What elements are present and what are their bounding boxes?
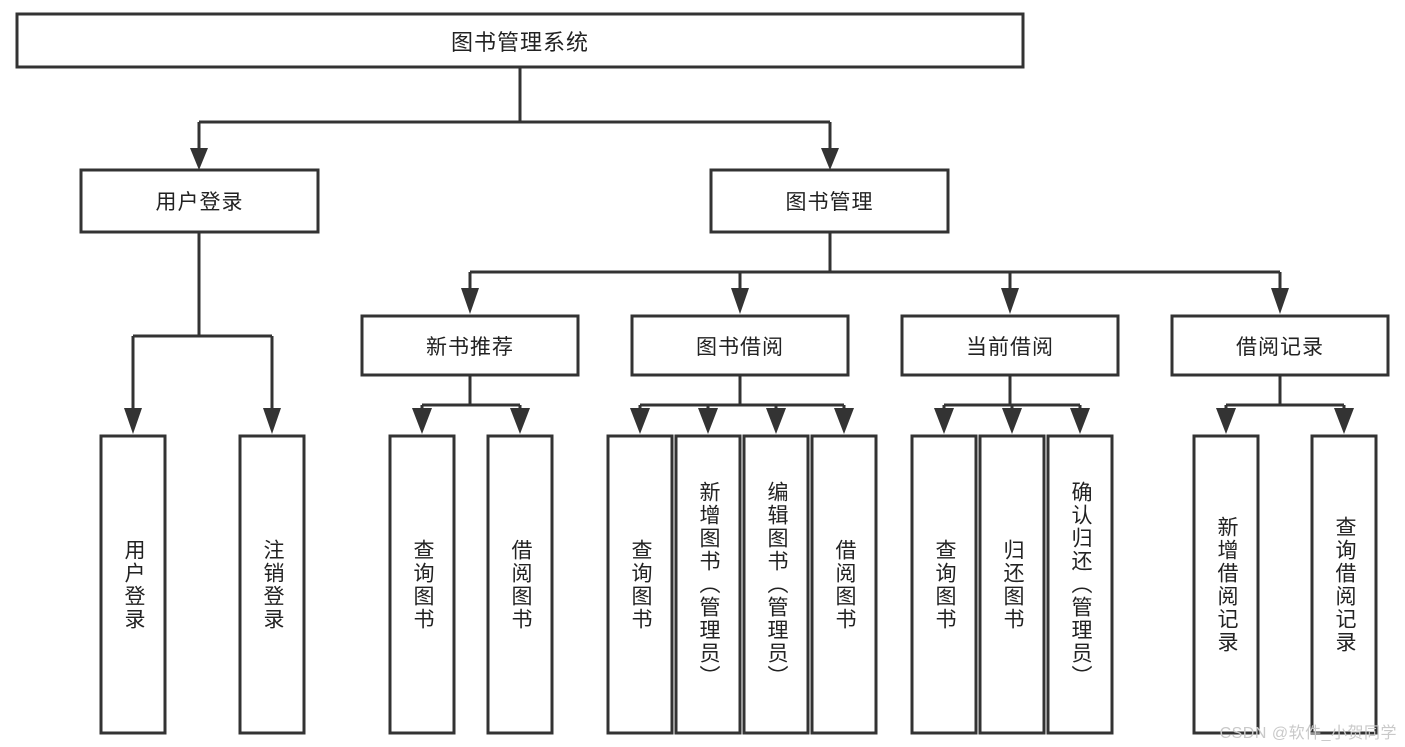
node-box-new-book-recommend[interactable] xyxy=(360,314,580,377)
watermark-text: CSDN @软件_小贺同学 xyxy=(1219,725,1397,742)
node-box-user-login[interactable] xyxy=(79,168,320,234)
node-box-current-borrow[interactable] xyxy=(900,314,1120,377)
edge-userlogin-to-leaves xyxy=(124,232,281,434)
edge-bookborrow-to-leaves xyxy=(630,375,854,434)
node-box-leaf-8[interactable] xyxy=(910,434,978,735)
node-box-leaf-4[interactable] xyxy=(606,434,674,735)
node-box-leaf-7[interactable] xyxy=(810,434,878,735)
edge-currentborrow-to-leaves xyxy=(934,375,1090,434)
node-box-leaf-12[interactable] xyxy=(1310,434,1378,735)
edge-root-to-level2 xyxy=(190,67,839,170)
node-box-leaf-6[interactable] xyxy=(742,434,810,735)
node-box-book-borrow[interactable] xyxy=(630,314,850,377)
node-box-root[interactable] xyxy=(15,12,1025,69)
node-box-leaf-5[interactable] xyxy=(674,434,742,735)
node-box-leaf-9[interactable] xyxy=(978,434,1046,735)
node-box-leaf-0[interactable] xyxy=(99,434,167,735)
node-box-borrow-record[interactable] xyxy=(1170,314,1390,377)
edge-borrowrecord-to-leaves xyxy=(1216,375,1354,434)
node-box-leaf-2[interactable] xyxy=(388,434,456,735)
edge-newbook-to-leaves xyxy=(412,375,530,434)
node-box-leaf-3[interactable] xyxy=(486,434,554,735)
node-box-leaf-10[interactable] xyxy=(1046,434,1114,735)
node-box-book-management[interactable] xyxy=(709,168,950,234)
node-box-leaf-1[interactable] xyxy=(238,434,306,735)
node-box-leaf-11[interactable] xyxy=(1192,434,1260,735)
edge-bookmgmt-to-level3 xyxy=(461,232,1289,314)
